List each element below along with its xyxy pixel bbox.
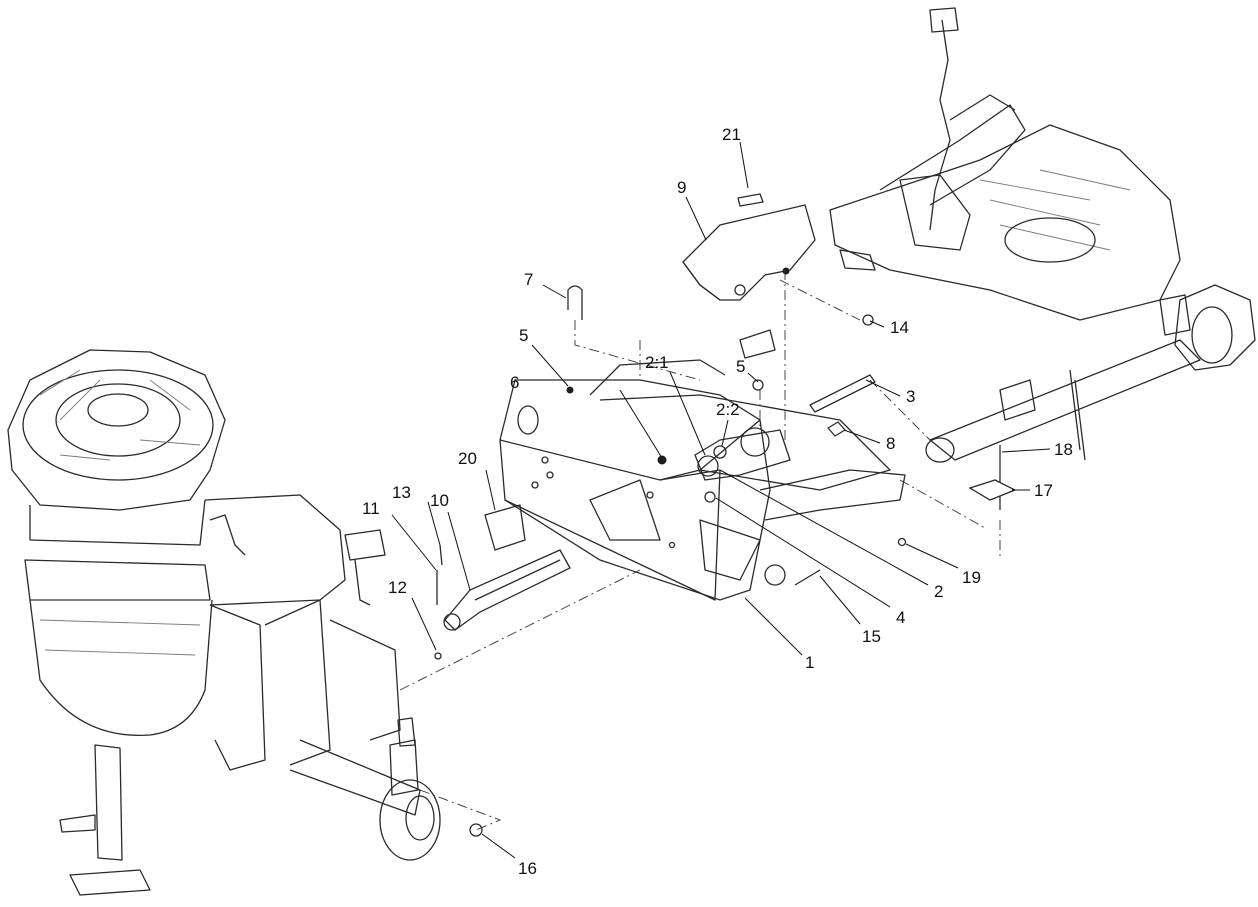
callout-2: 2 xyxy=(934,582,943,601)
callout-13: 13 xyxy=(392,483,411,502)
callout-4: 4 xyxy=(896,608,905,627)
callout-9: 9 xyxy=(677,178,686,197)
shield-cover xyxy=(682,193,816,301)
callout-16: 16 xyxy=(518,859,537,878)
callout-19: 19 xyxy=(962,568,981,587)
callout-2-1: 2:1 xyxy=(645,353,669,372)
callout-11: 11 xyxy=(362,499,380,518)
callout-20: 20 xyxy=(458,449,477,468)
hitch-frame xyxy=(499,359,906,601)
callout-17: 17 xyxy=(1034,481,1053,500)
callout-8: 8 xyxy=(886,434,895,453)
hopper-assembly xyxy=(7,349,441,896)
callout-1: 1 xyxy=(805,653,814,672)
callout-14: 14 xyxy=(890,318,909,337)
leader-lines xyxy=(391,141,1051,859)
assembly-lines xyxy=(399,270,1001,831)
small-parts xyxy=(434,285,1017,837)
callout-7: 7 xyxy=(524,270,533,289)
callout-6: 6 xyxy=(510,373,519,392)
callout-18: 18 xyxy=(1054,440,1073,459)
callout-10: 10 xyxy=(430,491,449,510)
callout-21: 21 xyxy=(722,125,741,144)
callout-5: 5 xyxy=(736,357,745,376)
callout-12: 12 xyxy=(388,578,407,597)
callout-labels: 1 2 2:1 2:2 3 4 5 5 6 7 8 9 10 11 12 13 … xyxy=(362,125,1073,878)
callout-5: 5 xyxy=(519,326,528,345)
callout-3: 3 xyxy=(906,387,915,406)
tractor-frame xyxy=(829,7,1256,463)
callout-2-2: 2:2 xyxy=(716,400,740,419)
callout-15: 15 xyxy=(862,627,881,646)
